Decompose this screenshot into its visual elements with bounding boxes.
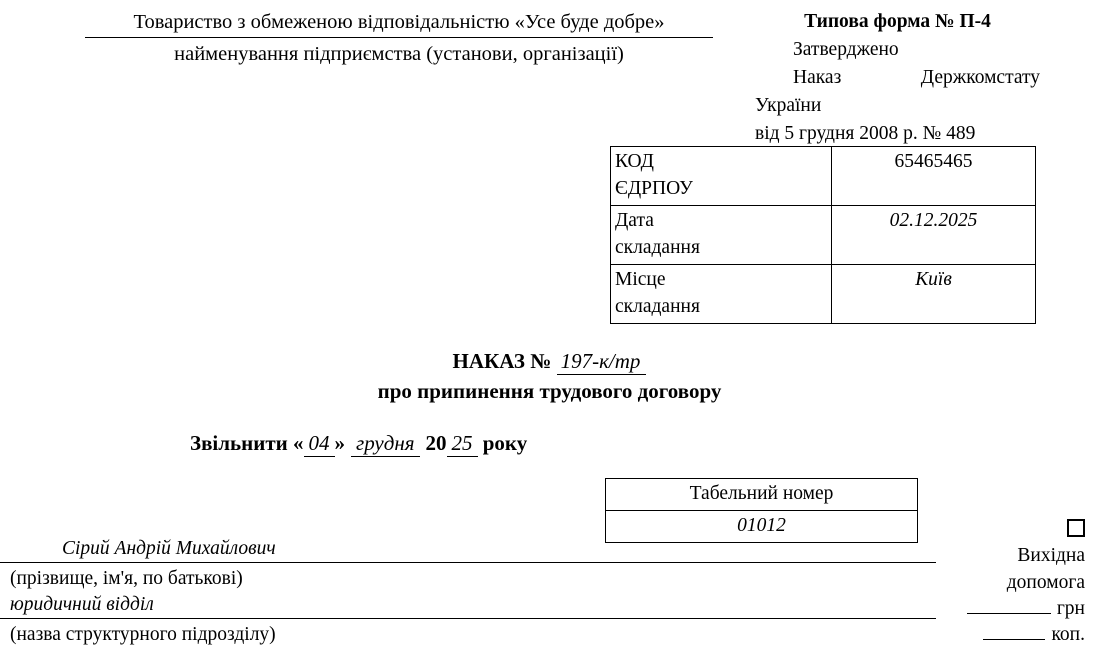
dismissal-year-value[interactable]: 25 xyxy=(446,431,478,457)
personnel-number-table: Табельний номер 01012 xyxy=(605,478,918,543)
organization-header: Товариство з обмеженою відповідальністю … xyxy=(85,8,713,68)
severance-pay-block: Вихідна допомога xyxy=(960,515,1085,596)
codes-label-line1: Дата xyxy=(615,210,654,231)
edrpou-code-value[interactable]: 65465465 xyxy=(831,146,1036,206)
severance-checkbox[interactable] xyxy=(1067,518,1085,537)
personnel-number-header: Табельний номер xyxy=(605,478,918,511)
approval-order-word: Наказ xyxy=(793,67,842,88)
dismissal-month-value[interactable]: грудня xyxy=(351,431,420,457)
codes-label-line1: Місце xyxy=(615,269,666,290)
employee-full-name[interactable]: Сірий Андрій Михайлович xyxy=(62,538,276,559)
form-title: Типова форма № П-4 xyxy=(804,11,991,32)
order-number-value[interactable]: 197-к/тр xyxy=(556,349,647,375)
severance-amount-major-row: грн xyxy=(940,596,1085,621)
codes-label-line2: складання xyxy=(615,237,700,258)
approved-label: Затверджено xyxy=(793,39,899,60)
codes-label-line1: КОД xyxy=(615,151,654,172)
codes-label-line2: ЄДРПОУ xyxy=(615,178,693,199)
currency-minor-label: коп. xyxy=(1051,624,1085,645)
dismissal-verb: Звільнити xyxy=(190,431,288,455)
compilation-place-value[interactable]: Київ xyxy=(831,264,1036,324)
quote-close: » xyxy=(334,431,346,455)
approval-block: Типова форма № П-4 Затверджено Наказ Дер… xyxy=(755,8,1040,148)
codes-row-label: КОД ЄДРПОУ xyxy=(610,146,832,206)
table-row: Табельний номер xyxy=(605,478,918,511)
compilation-date-value[interactable]: 02.12.2025 xyxy=(831,205,1036,265)
department-name[interactable]: юридичний відділ xyxy=(10,594,154,615)
department-rule xyxy=(0,618,936,619)
severance-label-line2: допомога xyxy=(1006,572,1085,593)
table-row: Місце складання Київ xyxy=(610,264,1036,324)
year-word: року xyxy=(482,431,528,455)
approval-authority-cont: України xyxy=(755,95,822,116)
quote-open: « xyxy=(293,431,304,455)
codes-label-line2: складання xyxy=(615,296,700,317)
department-caption: (назва структурного підрозділу) xyxy=(10,624,276,645)
severance-amount-minor-row: коп. xyxy=(940,622,1085,647)
codes-row-label: Дата складання xyxy=(610,205,832,265)
table-row: Дата складання 02.12.2025 xyxy=(610,205,1036,265)
approval-authority: Держкомстату xyxy=(920,67,1040,88)
approval-order-date: від 5 грудня 2008 р. № 489 xyxy=(755,123,976,144)
organization-caption: найменування підприємства (установи, орг… xyxy=(174,43,624,65)
order-subtitle: про припинення трудового договору xyxy=(377,379,722,403)
currency-major-label: грн xyxy=(1056,598,1085,619)
dismissal-day-value[interactable]: 04 xyxy=(303,431,335,457)
severance-amount-major-input[interactable] xyxy=(966,613,1051,614)
order-title: НАКАЗ № 197-к/тр xyxy=(0,347,1099,376)
table-row: КОД ЄДРПОУ 65465465 xyxy=(610,146,1036,206)
employee-name-rule xyxy=(0,562,936,563)
approval-order-line: Наказ Держкомстату xyxy=(755,64,1040,92)
personnel-number-value[interactable]: 01012 xyxy=(605,510,918,543)
year-prefix: 20 xyxy=(425,431,447,455)
organization-name: Товариство з обмеженою відповідальністю … xyxy=(85,8,713,38)
table-row: 01012 xyxy=(605,510,918,543)
severance-label-line1: Вихідна xyxy=(1017,545,1085,566)
codes-table: КОД ЄДРПОУ 65465465 Дата складання 02.12… xyxy=(610,146,1036,324)
order-title-prefix: НАКАЗ № xyxy=(452,349,557,373)
codes-row-label: Місце складання xyxy=(610,264,832,324)
employee-name-caption: (прізвище, ім'я, по батькові) xyxy=(10,568,243,589)
severance-amount-minor-input[interactable] xyxy=(983,639,1046,640)
